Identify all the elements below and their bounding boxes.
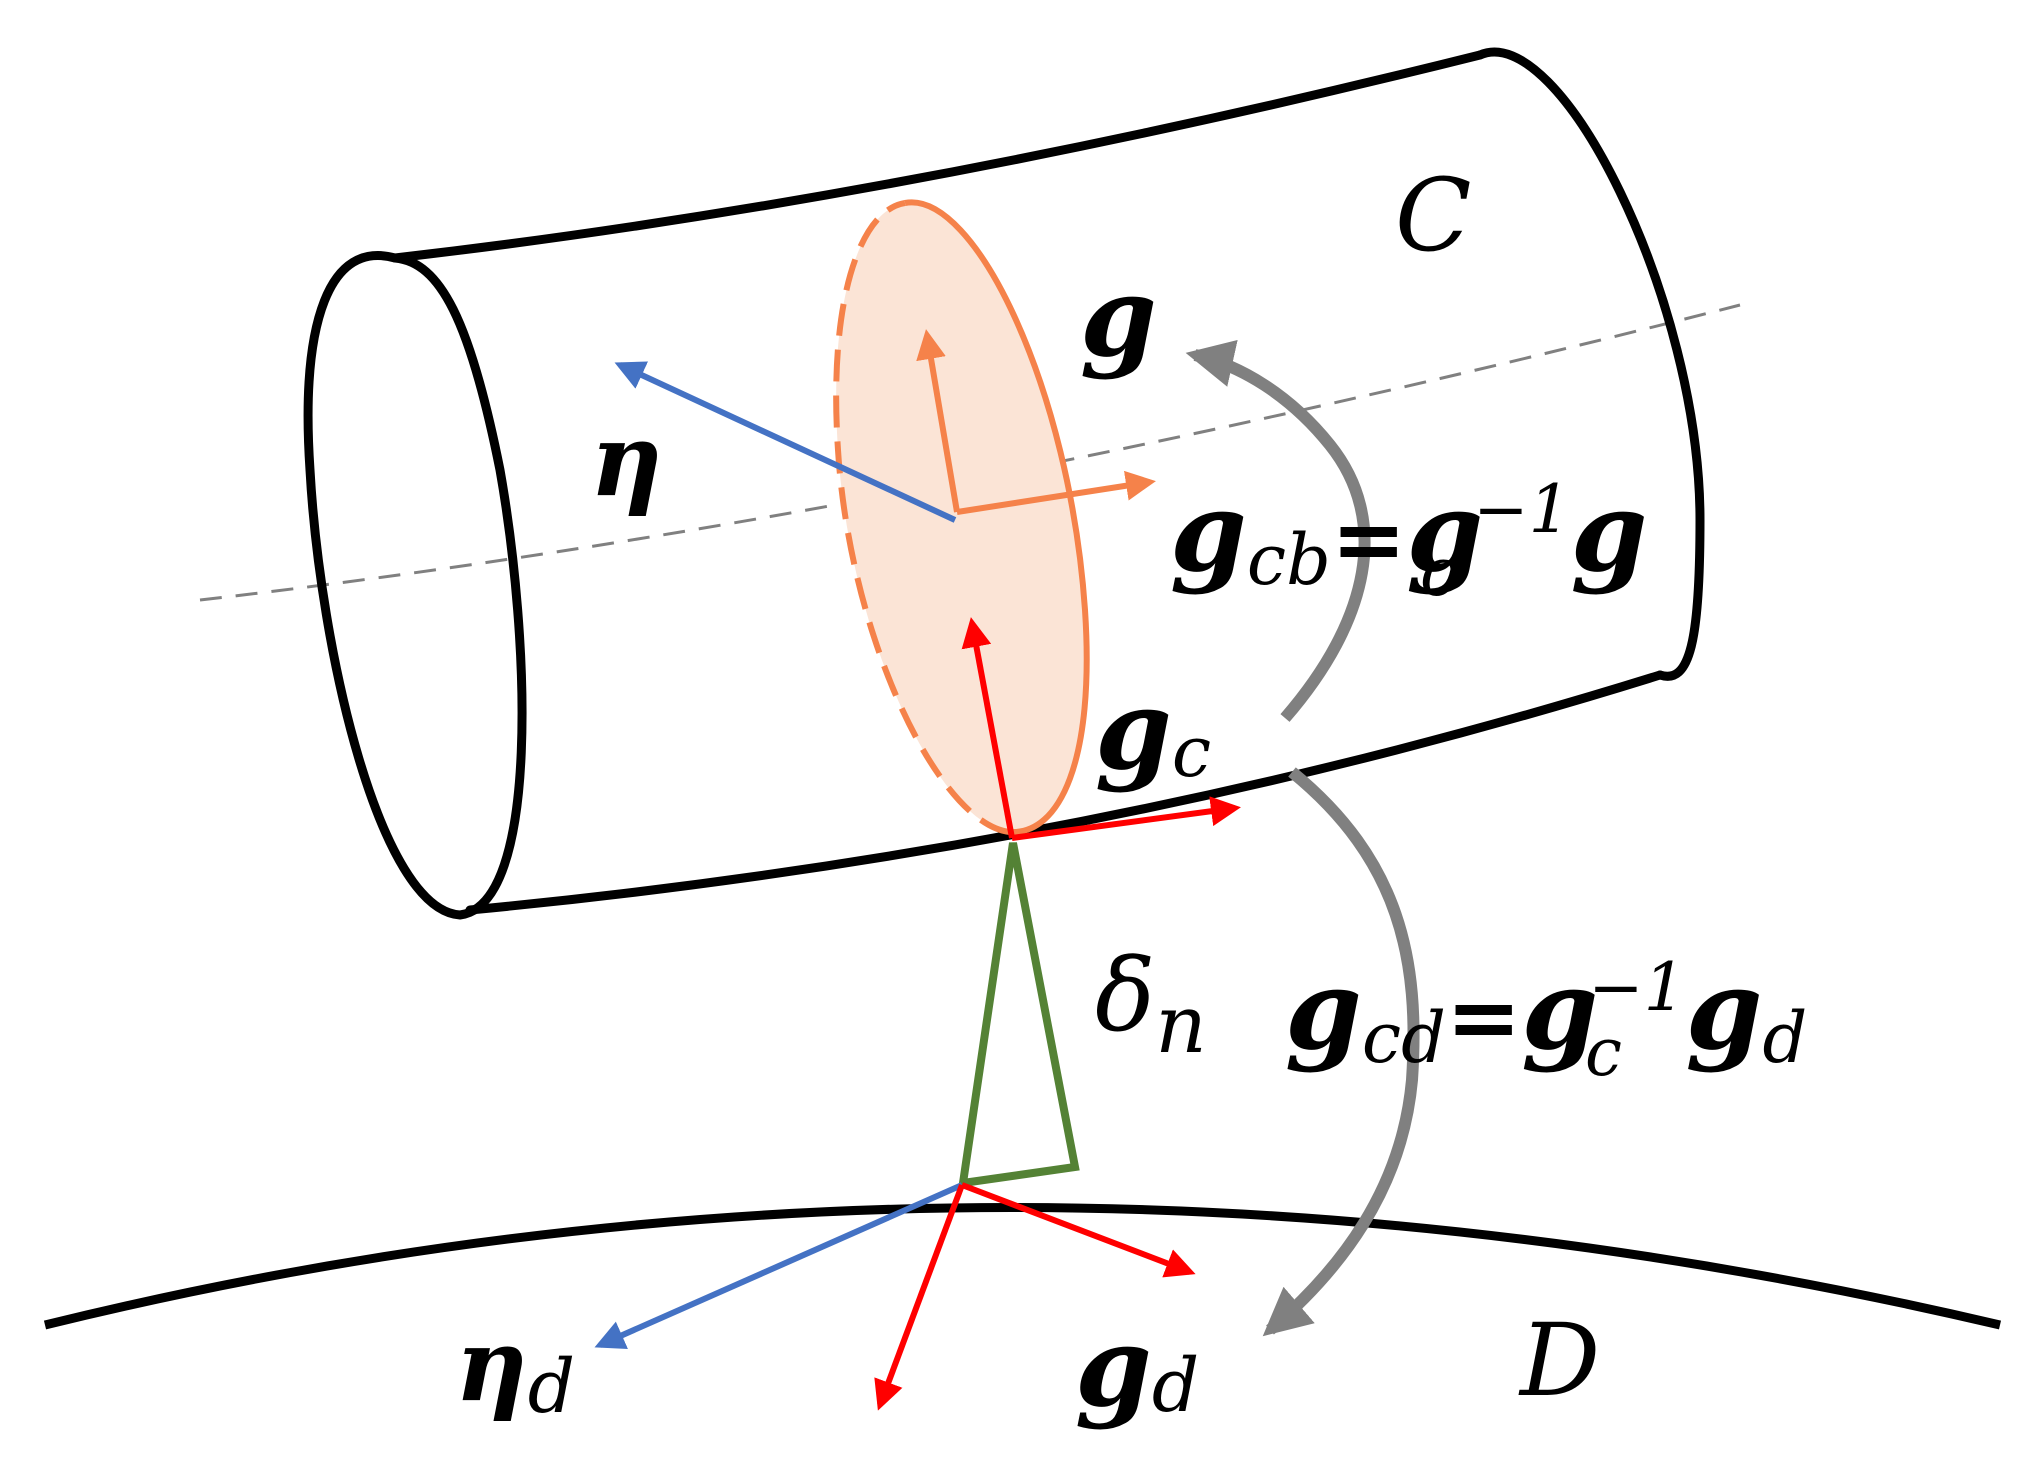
gc-axis-right bbox=[1011, 796, 1241, 841]
body-frame-axis-right bbox=[956, 470, 1156, 515]
body-frame-g bbox=[916, 329, 1156, 515]
label-gd: gd bbox=[1075, 1302, 1199, 1431]
etad-vector bbox=[594, 1182, 964, 1350]
tube-left-rim bbox=[303, 251, 527, 920]
tube-top-edge bbox=[390, 50, 1485, 263]
delta-n-triangle bbox=[958, 842, 1080, 1188]
gc-axis-up bbox=[961, 617, 1015, 839]
cross-section-disc bbox=[833, 199, 1090, 836]
label-gcd-rhs-sub: c bbox=[1585, 1014, 1622, 1091]
label-eta: η bbox=[590, 401, 663, 519]
tube-bottom-edge bbox=[465, 670, 1665, 915]
label-gcd-equation: gcd=g−1gd bbox=[1285, 945, 1807, 1079]
gd-axis-right bbox=[960, 1182, 1196, 1278]
curved-arrow-icon bbox=[1262, 767, 1420, 1337]
surface-d-curve bbox=[43, 1203, 2002, 1330]
label-gcb-equation: gcb=g−1g bbox=[1170, 467, 1648, 601]
eta-vector bbox=[614, 361, 957, 523]
label-gc: gc bbox=[1095, 665, 1211, 794]
label-gcb-rhs-sub: c bbox=[1420, 534, 1457, 611]
tube-centerline bbox=[199, 303, 1741, 602]
contact-frame-gd bbox=[594, 1182, 1196, 1411]
disc-front-edge bbox=[904, 199, 1090, 836]
label-surface-c: C bbox=[1395, 157, 1472, 274]
label-surface-d: D bbox=[1518, 1302, 1600, 1419]
body-frame-axis-up bbox=[916, 329, 960, 513]
tube-body bbox=[303, 47, 1705, 920]
contact-frame-gc bbox=[961, 617, 1241, 841]
disc-back-edge bbox=[833, 200, 1011, 835]
gd-axis-down bbox=[874, 1183, 965, 1411]
label-g: g bbox=[1080, 252, 1157, 381]
tube-right-end bbox=[1475, 47, 1705, 681]
curved-arrow-icon bbox=[1185, 339, 1371, 722]
label-eta-d: ηd bbox=[455, 1306, 575, 1430]
label-delta-n: δn bbox=[1095, 937, 1207, 1071]
